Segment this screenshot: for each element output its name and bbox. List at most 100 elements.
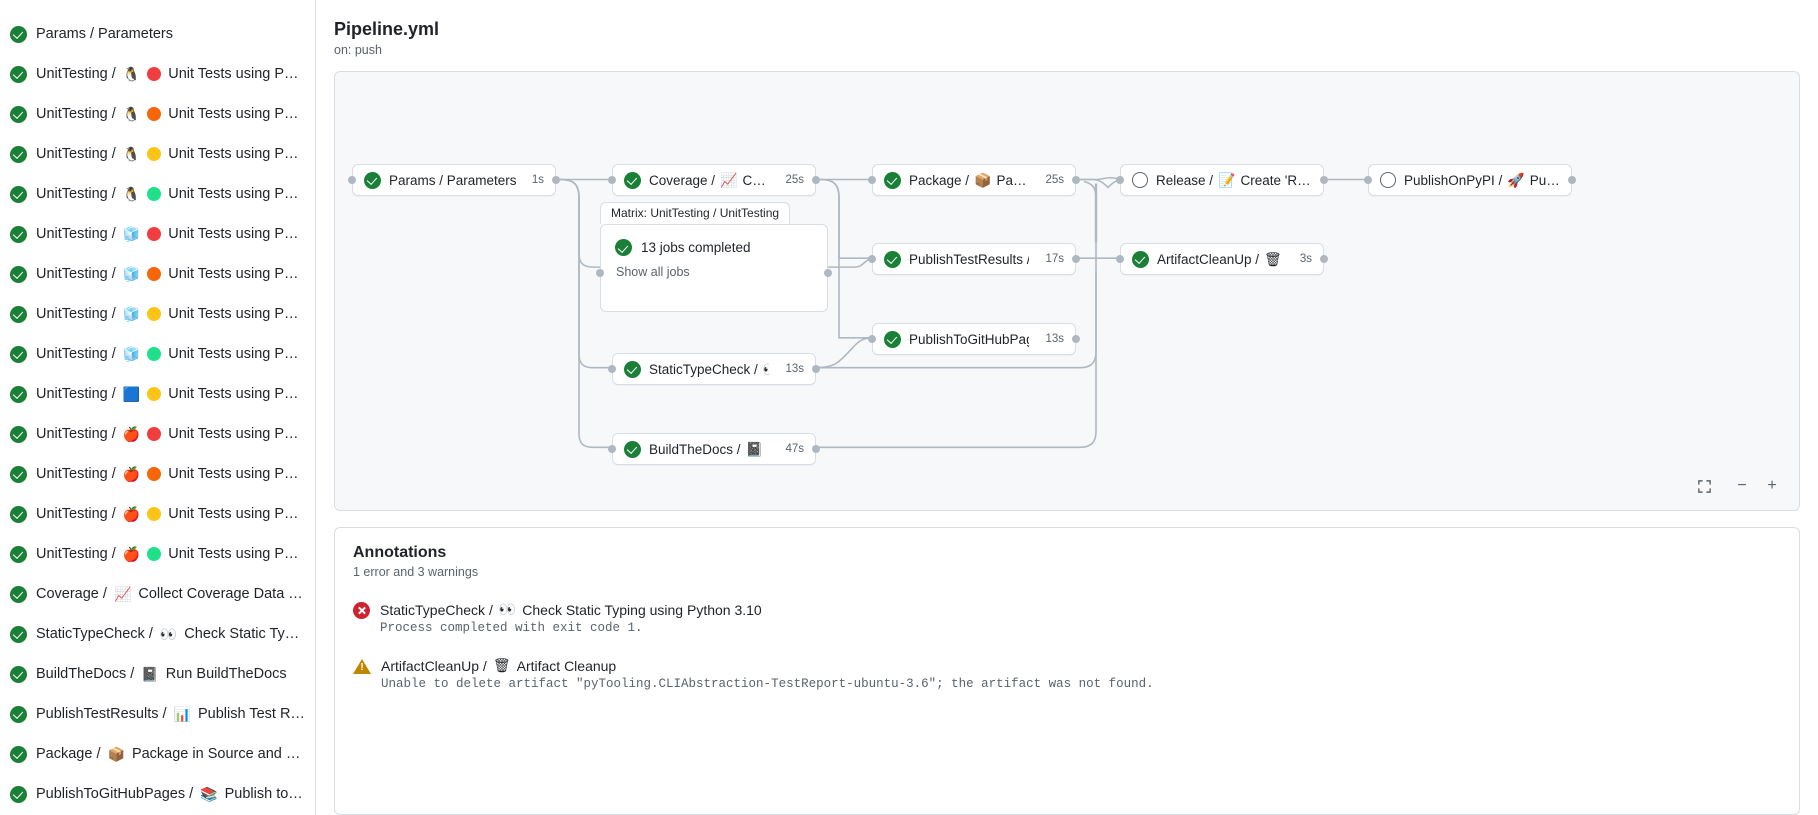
graph-node-label: Params / Parameters bbox=[389, 173, 516, 188]
sidebar-job-item[interactable]: UnitTesting /🍎Unit Tests using Pyth... bbox=[0, 494, 315, 534]
sidebar-job-name: Coverage / bbox=[36, 586, 107, 602]
status-success-icon bbox=[10, 185, 27, 203]
sidebar-job-item[interactable]: UnitTesting /🧊Unit Tests using Pyth... bbox=[0, 334, 315, 374]
graph-node-job: Coverage / bbox=[649, 172, 716, 188]
sidebar-job-item[interactable]: UnitTesting /🐧Unit Tests using Pyth... bbox=[0, 174, 315, 214]
sidebar-job-item[interactable]: UnitTesting /🧊Unit Tests using Pyth... bbox=[0, 214, 315, 254]
annotation-message: Process completed with exit code 1. bbox=[380, 621, 643, 635]
graph-node-job: PublishTestResults / bbox=[909, 251, 1030, 267]
sidebar-job-item[interactable]: UnitTesting /🐧Unit Tests using Pyth... bbox=[0, 54, 315, 94]
annotation-item[interactable]: ArtifactCleanUp / 🗑Artifact CleanupUnabl… bbox=[353, 657, 1781, 691]
sidebar-job-item[interactable]: PublishTestResults /📊Publish Test Resu..… bbox=[0, 694, 315, 734]
graph-node-duration: 25s bbox=[785, 174, 804, 186]
show-all-jobs-link[interactable]: Show all jobs bbox=[616, 265, 690, 279]
matrix-summary-row: 13 jobs completed bbox=[615, 239, 813, 256]
sidebar-job-item[interactable]: BuildTheDocs /📓Run BuildTheDocs bbox=[0, 654, 315, 694]
sidebar-job-label: UnitTesting /🍎Unit Tests using Pyth... bbox=[36, 506, 305, 523]
node-output-port bbox=[812, 365, 820, 373]
fullscreen-icon[interactable] bbox=[1691, 474, 1717, 498]
graph-node[interactable]: PublishTestResults / 📊Pu...17s bbox=[868, 243, 1080, 275]
status-success-icon bbox=[615, 239, 632, 256]
status-success-icon bbox=[10, 265, 27, 283]
annotation-body: StaticTypeCheck / 👀Check Static Typing u… bbox=[380, 601, 762, 635]
status-success-icon bbox=[10, 305, 27, 323]
job-emoji-icon: 🚀 bbox=[1507, 171, 1525, 188]
graph-node[interactable]: BuildTheDocs / 📓Run Buil...47s bbox=[608, 433, 820, 465]
os-emoji-icon: 🍎 bbox=[122, 545, 141, 562]
graph-node-job: BuildTheDocs / bbox=[649, 441, 741, 457]
sidebar-job-step: Unit Tests using Pyth... bbox=[168, 186, 305, 202]
node-input-port bbox=[868, 176, 876, 184]
node-output-port bbox=[1568, 176, 1576, 184]
zoom-out-button[interactable]: − bbox=[1737, 477, 1747, 494]
graph-node-duration: 13s bbox=[785, 363, 804, 375]
sidebar-job-label: UnitTesting /🐧Unit Tests using Pyth... bbox=[36, 146, 305, 163]
graph-node[interactable]: StaticTypeCheck / 👀Chec...13s bbox=[608, 353, 820, 385]
matrix-group-label: Matrix: UnitTesting / UnitTesting bbox=[600, 202, 791, 224]
sidebar-job-label: Package /📦Package in Source and Wh... bbox=[36, 746, 305, 763]
sidebar-job-step: Unit Tests using Pyth... bbox=[168, 466, 305, 482]
annotation-heading: ArtifactCleanUp / 🗑Artifact Cleanup bbox=[381, 657, 1154, 674]
sidebar-job-label: UnitTesting /🧊Unit Tests using Pyth... bbox=[36, 226, 305, 243]
sidebar-job-item[interactable]: Coverage /📈Collect Coverage Data usi... bbox=[0, 574, 315, 614]
sidebar-job-step: Unit Tests using Pyth... bbox=[168, 506, 305, 522]
graph-node-step: Collect Cove... bbox=[742, 172, 769, 188]
sidebar-job-item[interactable]: Params / Parameters bbox=[0, 14, 315, 54]
status-success-icon bbox=[10, 65, 27, 83]
status-success-icon bbox=[624, 360, 641, 378]
graph-node[interactable]: Coverage / 📈Collect Cove...25s bbox=[608, 164, 820, 196]
graph-node-duration: 17s bbox=[1045, 253, 1064, 265]
sidebar-job-item[interactable]: UnitTesting /🟦Unit Tests using Pyth... bbox=[0, 374, 315, 414]
sidebar-job-item[interactable]: StaticTypeCheck /👀Check Static Typing... bbox=[0, 614, 315, 654]
sidebar-job-step: Package in Source and Wh... bbox=[131, 746, 305, 762]
graph-node[interactable]: Release / 📝Create 'Release P... bbox=[1116, 164, 1328, 196]
sidebar-job-item[interactable]: UnitTesting /🧊Unit Tests using Pyth... bbox=[0, 254, 315, 294]
sidebar-job-label: UnitTesting /🧊Unit Tests using Pyth... bbox=[36, 266, 305, 283]
sidebar-job-name: BuildTheDocs / bbox=[36, 666, 135, 682]
graph-node[interactable]: Package / 📦Package in So...25s bbox=[868, 164, 1080, 196]
annotation-item[interactable]: StaticTypeCheck / 👀Check Static Typing u… bbox=[353, 601, 1781, 635]
annotation-job: ArtifactCleanUp / bbox=[381, 657, 487, 674]
main-content: Pipeline.yml on: push bbox=[316, 0, 1818, 815]
sidebar-job-step: Unit Tests using Pyth... bbox=[168, 346, 305, 362]
status-success-icon bbox=[10, 585, 27, 603]
sidebar-job-item[interactable]: UnitTesting /🧊Unit Tests using Pyth... bbox=[0, 294, 315, 334]
workflow-trigger: on: push bbox=[334, 43, 382, 57]
sidebar-job-item[interactable]: Package /📦Package in Source and Wh... bbox=[0, 734, 315, 774]
annotations-list: StaticTypeCheck / 👀Check Static Typing u… bbox=[353, 601, 1781, 691]
graph-node[interactable]: ArtifactCleanUp / 🗑Artifac...3s bbox=[1116, 243, 1328, 275]
graph-zoom-controls[interactable]: − + bbox=[1691, 474, 1785, 498]
os-emoji-icon: 📦 bbox=[107, 745, 125, 762]
sidebar-job-step: Unit Tests using Pyth... bbox=[168, 386, 305, 402]
sidebar-job-item[interactable]: UnitTesting /🍎Unit Tests using Pyth... bbox=[0, 454, 315, 494]
sidebar-job-label: Coverage /📈Collect Coverage Data usi... bbox=[36, 586, 305, 603]
graph-node-label: PublishOnPyPI / 🚀Publish to ... bbox=[1404, 172, 1560, 189]
graph-node[interactable]: PublishToGitHubPages / 📚...13s bbox=[868, 323, 1080, 355]
node-input-port bbox=[608, 445, 616, 453]
graph-node[interactable]: PublishOnPyPI / 🚀Publish to ... bbox=[1364, 164, 1576, 196]
python-version-dot-icon bbox=[147, 227, 162, 241]
sidebar-job-label: UnitTesting /🟦Unit Tests using Pyth... bbox=[36, 386, 305, 403]
sidebar-job-item[interactable]: UnitTesting /🐧Unit Tests using Pyth... bbox=[0, 94, 315, 134]
python-version-dot-icon bbox=[147, 147, 162, 161]
graph-node-label: Package / 📦Package in So... bbox=[909, 172, 1029, 189]
graph-node-step: Publish to ... bbox=[1529, 172, 1560, 188]
sidebar-job-item[interactable]: UnitTesting /🍎Unit Tests using Pyth... bbox=[0, 414, 315, 454]
sidebar-job-item[interactable]: UnitTesting /🍎Unit Tests using Pyth... bbox=[0, 534, 315, 574]
graph-node-label: BuildTheDocs / 📓Run Buil... bbox=[649, 441, 769, 458]
status-success-icon bbox=[364, 171, 381, 189]
sidebar-job-step: Run BuildTheDocs bbox=[165, 666, 287, 682]
graph-node-job: Release / bbox=[1156, 172, 1214, 188]
status-success-icon bbox=[624, 440, 641, 458]
sidebar-job-item[interactable]: PublishToGitHubPages /📚Publish to G... bbox=[0, 774, 315, 814]
zoom-in-button[interactable]: + bbox=[1767, 477, 1777, 494]
status-success-icon bbox=[884, 171, 901, 189]
sidebar-job-step: Unit Tests using Pyth... bbox=[168, 66, 305, 82]
sidebar-job-item[interactable]: UnitTesting /🐧Unit Tests using Pyth... bbox=[0, 134, 315, 174]
sidebar-job-step: Unit Tests using Pyth... bbox=[168, 426, 305, 442]
